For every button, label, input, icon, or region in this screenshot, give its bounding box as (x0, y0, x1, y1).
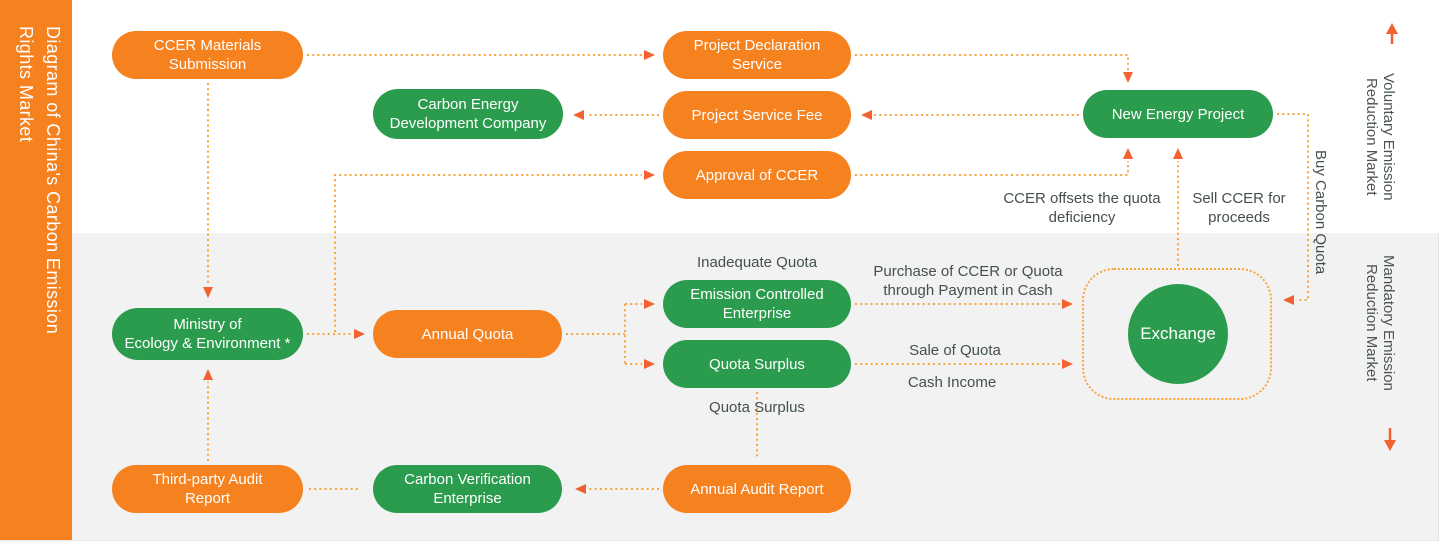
label-quota-surplus: Quota Surplus (709, 399, 805, 416)
arrowhead-into-carbon-verification (575, 484, 586, 494)
arrowhead-into-ministry-top (203, 287, 213, 298)
node-ministry-of-ecology-environment: Ministry of Ecology & Environment * (112, 308, 303, 360)
voluntary-up-arrow-head (1386, 23, 1398, 34)
connector-ministry-to-approval (334, 174, 642, 332)
label-sale-of-quota: Sale of Quota (909, 342, 1001, 359)
node-project-declaration-service: Project Declaration Service (663, 31, 851, 79)
mandatory-down-arrow-head (1384, 440, 1396, 451)
label-mandatory-market: Mandatory Emission Reduction Market (1363, 255, 1397, 391)
label-ccer-offsets: CCER offsets the quota deficiency (1003, 190, 1161, 226)
arrowhead-into-approval (644, 170, 655, 180)
arrowhead-into-emission-controlled (644, 299, 655, 309)
label-inadequate-quota: Inadequate Quota (696, 254, 818, 271)
node-ccer-materials-submission: CCER Materials Submission (112, 31, 303, 79)
arrowhead-into-new-energy-bottom-right (1173, 148, 1183, 159)
arrowhead-into-service-fee (861, 110, 872, 120)
node-approval-of-ccer: Approval of CCER (663, 151, 851, 199)
arrowhead-into-new-energy-top (1123, 72, 1133, 83)
exchange-dotted-boundary (1082, 268, 1272, 400)
connector-annual-quota-branch (566, 303, 642, 365)
connector-approval-to-new-energy (855, 161, 1129, 176)
label-buy-carbon-quota: Buy Carbon Quota (1312, 150, 1329, 275)
page-title: Diagram of China's Carbon Emission Right… (16, 26, 63, 335)
label-purchase-of-ccer: Purchase of CCER or Quota through Paymen… (873, 263, 1063, 299)
arrowhead-into-exchange-right (1283, 295, 1294, 305)
node-carbon-verification-enterprise: Carbon Verification Enterprise (373, 465, 562, 513)
node-third-party-audit-report: Third-party Audit Report (112, 465, 303, 513)
node-exchange: Exchange (1128, 284, 1228, 384)
node-annual-audit-report: Annual Audit Report (663, 465, 851, 513)
label-cash-income: Cash Income (907, 374, 997, 391)
arrowhead-into-annual-quota (354, 329, 365, 339)
node-new-energy-project: New Energy Project (1083, 90, 1273, 138)
node-carbon-energy-development-company: Carbon Energy Development Company (373, 89, 563, 139)
node-project-service-fee: Project Service Fee (663, 91, 851, 139)
label-sell-ccer: Sell CCER for proceeds (1192, 190, 1286, 226)
arrowhead-into-ministry-bottom (203, 369, 213, 380)
arrowhead-into-carbon-energy (573, 110, 584, 120)
node-quota-surplus: Quota Surplus (663, 340, 851, 388)
arrowhead-into-new-energy-bottom-left (1123, 148, 1133, 159)
connector-declaration-to-new-energy (855, 54, 1129, 70)
arrowhead-into-quota-surplus (644, 359, 655, 369)
node-emission-controlled-enterprise: Emission Controlled Enterprise (663, 280, 851, 328)
label-voluntary-market: Voluntary Emission Reduction Market (1363, 73, 1397, 201)
arrowhead-purchase-into-exchange (1062, 299, 1073, 309)
arrowhead-into-project-declaration (644, 50, 655, 60)
title-sidebar: Diagram of China's Carbon Emission Right… (0, 0, 72, 540)
arrowhead-sale-into-exchange (1062, 359, 1073, 369)
node-annual-quota: Annual Quota (373, 310, 562, 358)
